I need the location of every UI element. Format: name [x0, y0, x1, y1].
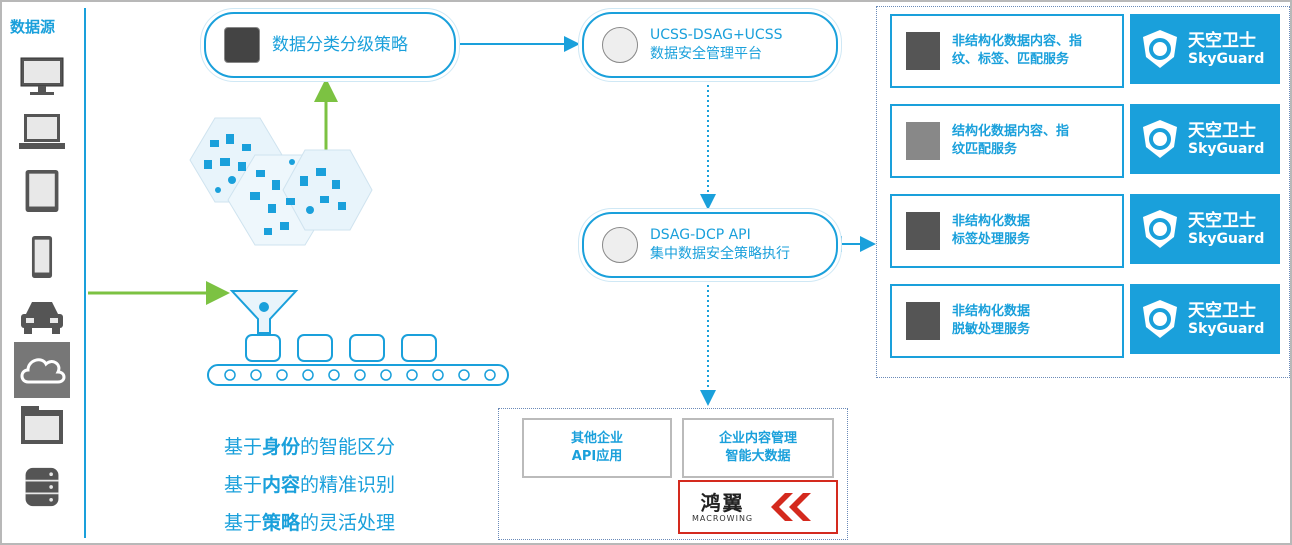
dcp-title: DSAG-DCP API [650, 227, 751, 243]
ecm-bigdata-box: 企业内容管理智能大数据 [682, 418, 834, 478]
skyguard-logo-icon [1143, 300, 1177, 338]
macrowing-mark-icon [771, 493, 812, 521]
brand-en: SkyGuard [1188, 231, 1265, 247]
service-3-line2: 标签处理服务 [952, 232, 1031, 247]
ecm-line1: 企业内容管理 [718, 431, 797, 446]
service-4-line1: 非结构化数据 [952, 304, 1031, 319]
classify-policy-box: 数据分类分级策略 [204, 12, 456, 78]
car-icon [18, 296, 66, 338]
service-2-line1: 结构化数据内容、指 [952, 124, 1070, 139]
fingerprint-icon [906, 122, 940, 160]
ecm-line2: 智能大数据 [725, 449, 791, 464]
services-panel [876, 6, 1290, 378]
brand-cn: 天空卫士 [1188, 301, 1256, 321]
slogan-content: 基于内容的精准识别 [224, 474, 396, 496]
globe-icon [602, 227, 638, 263]
api-app-line2: API应用 [571, 449, 623, 464]
ucss-title: UCSS-DSAG+UCSS [650, 27, 783, 43]
service-card-2: 结构化数据内容、指纹匹配服务 [890, 104, 1124, 178]
api-app-line1: 其他企业 [570, 431, 623, 446]
dcp-api-box: DSAG-DCP API 集中数据安全策略执行 [582, 212, 838, 278]
tag-icon [906, 212, 940, 250]
brand-en: SkyGuard [1188, 321, 1265, 337]
service-2-line2: 纹匹配服务 [952, 142, 1018, 157]
data-cluster-graphic [189, 117, 373, 246]
macrowing-logo: 鸿翼 MACROWING [678, 480, 838, 534]
service-1-line2: 纹、标签、匹配服务 [952, 52, 1070, 67]
brand-en: SkyGuard [1188, 141, 1265, 157]
service-card-1: 非结构化数据内容、指纹、标签、匹配服务 [890, 14, 1124, 88]
desktop-icon [18, 56, 66, 98]
service-3-line1: 非结构化数据 [952, 214, 1031, 229]
funnel-conveyor-graphic [207, 290, 509, 386]
cloud-icon [14, 342, 70, 398]
folder-icon [18, 404, 66, 446]
ucss-platform-box: UCSS-DSAG+UCSS 数据安全管理平台 [582, 12, 838, 78]
apps-panel [498, 408, 848, 540]
brand-cn: 天空卫士 [1188, 31, 1256, 51]
api-app-box: 其他企业 API应用 [522, 418, 672, 478]
brand-cn: 天空卫士 [1188, 211, 1256, 231]
brand-cn: 天空卫士 [1188, 121, 1256, 141]
ucss-subtitle: 数据安全管理平台 [650, 46, 762, 62]
edit-icon [224, 27, 260, 63]
lock-icon [906, 32, 940, 70]
service-card-3: 非结构化数据标签处理服务 [890, 194, 1124, 268]
macrowing-en: MACROWING [692, 513, 754, 523]
skyguard-logo-icon [1143, 210, 1177, 248]
database-icon [18, 466, 66, 508]
sources-title: 数据源 [10, 18, 56, 36]
mask-icon [906, 302, 940, 340]
slogan-identity: 基于身份的智能区分 [224, 436, 396, 458]
brand-en: SkyGuard [1188, 51, 1265, 67]
skyguard-logo-icon [1143, 120, 1177, 158]
skyguard-logo-icon [1143, 30, 1177, 68]
tablet-icon [18, 170, 66, 212]
service-4-line2: 脱敏处理服务 [952, 322, 1031, 337]
service-1-line1: 非结构化数据内容、指 [952, 34, 1083, 49]
phone-icon [18, 236, 66, 278]
service-card-4: 非结构化数据脱敏处理服务 [890, 284, 1124, 358]
slogan-policy: 基于策略的灵活处理 [224, 512, 396, 534]
laptop-icon [18, 112, 66, 154]
macrowing-cn: 鸿翼 [700, 490, 745, 515]
source-divider [84, 8, 86, 538]
dashboard-icon [602, 27, 638, 63]
classify-policy-label: 数据分类分级策略 [272, 34, 408, 55]
dcp-subtitle: 集中数据安全策略执行 [650, 246, 790, 262]
